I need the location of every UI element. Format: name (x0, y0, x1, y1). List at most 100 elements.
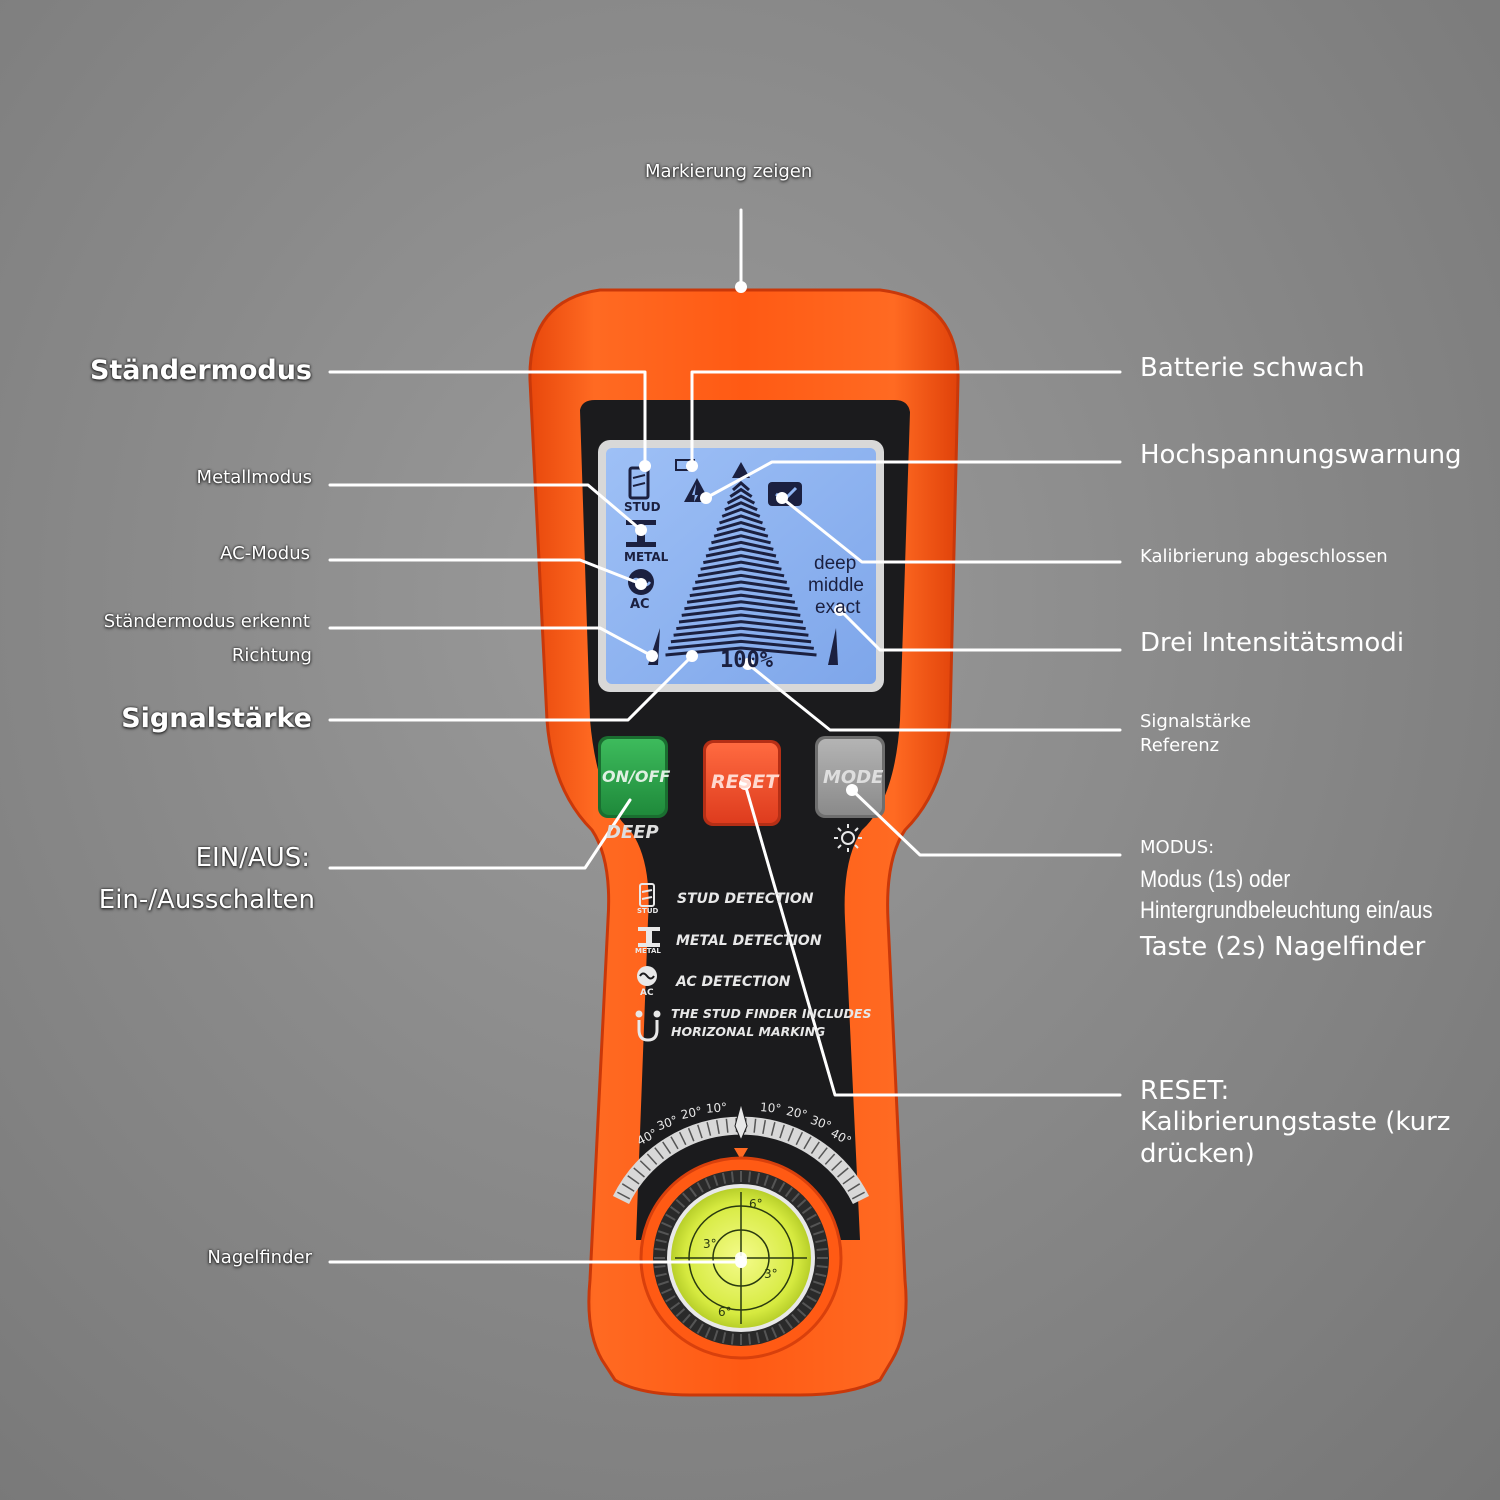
label-signal-reference-line2: Referenz (1140, 735, 1220, 756)
label-reset-title: RESET: (1140, 1076, 1230, 1106)
angle-tick (670, 1136, 679, 1150)
knurl-tick (704, 1327, 712, 1338)
chevron-bar (673, 626, 809, 637)
angle-tick (770, 1121, 776, 1136)
knurl-tick (791, 1313, 800, 1324)
knurl-tick (806, 1213, 817, 1221)
knurl-tick (810, 1287, 821, 1295)
feature-stud-icon (639, 883, 655, 907)
deep-label: DEEP (606, 822, 659, 843)
chevron-bar (711, 534, 771, 545)
knurl-tick (661, 1221, 672, 1229)
chevron-bar (686, 593, 796, 604)
chevron-bar (678, 613, 804, 624)
knurl-tick (778, 1182, 786, 1193)
knurl-tick (730, 1333, 735, 1345)
knurl-tick (689, 1187, 698, 1198)
knurl-tick (696, 1182, 704, 1193)
knurl-tick (747, 1333, 752, 1345)
lcd-stud-label: STUD (624, 500, 661, 514)
feature-stud-detection: STUD DETECTION (677, 891, 814, 907)
angle-tick (762, 1119, 767, 1135)
knurl-tick (670, 1206, 681, 1215)
mode-button[interactable] (815, 736, 885, 818)
knurl-tick (696, 1323, 704, 1334)
knurl-tick (665, 1213, 676, 1221)
lcd-middle-label: middle (808, 575, 864, 596)
angle-tick (824, 1153, 836, 1165)
chevron-bar (729, 487, 753, 498)
knurl-tick (721, 1172, 727, 1184)
chevron-bar (703, 554, 779, 565)
angle-tick (831, 1160, 843, 1172)
knurl-tick (763, 1329, 769, 1342)
angle-tick (639, 1160, 651, 1172)
angle-pointer-icon (734, 1102, 748, 1142)
angle-tick (697, 1124, 703, 1139)
label-mode-title: MODUS: (1140, 837, 1215, 858)
angle-tick (646, 1153, 658, 1165)
feature-ac-detection: AC DETECTION (676, 974, 791, 990)
knurl-tick (665, 1295, 676, 1303)
chevron-bar (670, 633, 812, 644)
label-signal-strength: Signalstärke (121, 703, 312, 734)
label-stud-mode: Ständermodus (89, 355, 312, 386)
knurl-tick (721, 1332, 727, 1344)
knurl-tick (689, 1318, 698, 1329)
angle-tick (787, 1127, 795, 1142)
lcd-deep-label: deep (814, 553, 857, 574)
chevron-bar (697, 567, 785, 578)
angle-tick (617, 1191, 631, 1200)
lcd-ac-label: AC (630, 597, 650, 612)
mode-button-label[interactable]: MODE (823, 767, 884, 788)
label-three-modes: Drei Intensitätsmodi (1140, 628, 1405, 658)
angle-tick (715, 1119, 720, 1135)
nail-finder-level (639, 1156, 843, 1360)
knurl-tick (747, 1171, 752, 1183)
label-on-off-title: EIN/AUS: (195, 843, 310, 873)
level-mark-right: 3° (764, 1267, 778, 1281)
label-ac-mode: AC-Modus (220, 543, 310, 564)
chevron-bar (676, 620, 806, 631)
knurl-tick (675, 1308, 686, 1317)
knurl-tick (655, 1238, 667, 1244)
knurl-tick (713, 1329, 719, 1342)
knurl-tick (812, 1230, 825, 1236)
feature-marking-icon (635, 1010, 661, 1042)
label-on-off-desc: Ein-/Ausschalten (98, 885, 315, 915)
angle-right-10: 10° (759, 1100, 782, 1116)
feature-ac-tag: AC (640, 988, 654, 998)
knurl-tick (713, 1174, 719, 1187)
knurl-tick (796, 1308, 807, 1317)
level-mark-top: 6° (749, 1197, 763, 1211)
label-battery-low: Batterie schwach (1140, 353, 1365, 383)
callout-dots (635, 281, 858, 1268)
reset-button-label[interactable]: RESET (711, 771, 779, 793)
knurl-tick (682, 1192, 691, 1203)
on-off-button[interactable] (598, 736, 668, 818)
label-reset-line2: Kalibrierungstaste (kurz (1140, 1107, 1451, 1137)
on-off-button-label[interactable]: ON/OFF (602, 767, 671, 786)
angle-tick (654, 1147, 665, 1160)
feature-stud-tag: STUD (637, 907, 659, 915)
knurl-tick (784, 1318, 793, 1329)
lcd-percent-readout: 100% (720, 648, 773, 673)
knurl-tick (654, 1247, 666, 1252)
knurl-tick (670, 1301, 681, 1310)
label-mode-line3: Hintergrundbeleuchtung ein/aus (1140, 897, 1433, 924)
signal-strength-bars (665, 462, 817, 657)
label-reset-line3: drücken) (1140, 1139, 1255, 1169)
angle-tick (633, 1167, 645, 1178)
knurl-tick (661, 1287, 672, 1295)
knurl-tick (657, 1230, 670, 1236)
knurl-tick (810, 1221, 821, 1229)
knurl-tick (812, 1280, 825, 1286)
angle-tick (810, 1141, 820, 1154)
angle-tick (662, 1141, 672, 1154)
label-stud-direction-line2: Richtung (231, 645, 312, 666)
chevron-bar (724, 501, 758, 512)
knurl-tick (801, 1301, 812, 1310)
angle-tick (795, 1131, 804, 1146)
feature-metal-tag: METAL (635, 947, 661, 955)
knurl-tick (755, 1332, 761, 1344)
